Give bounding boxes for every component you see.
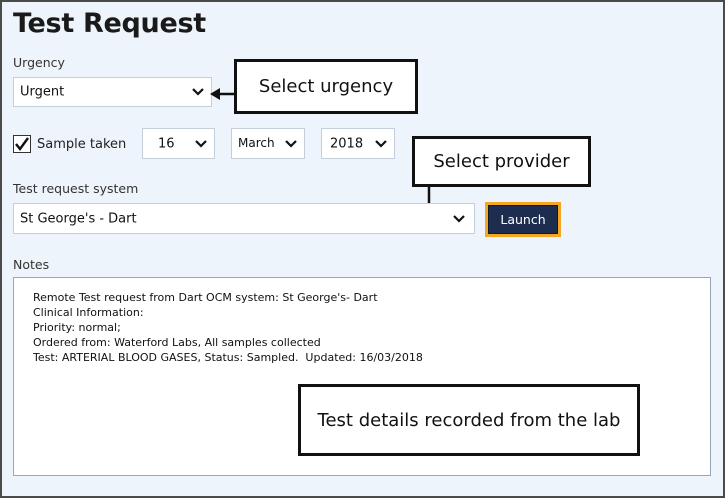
test-system-select[interactable]: St George's - Dart bbox=[13, 203, 475, 234]
sample-taken-checkbox[interactable] bbox=[13, 135, 31, 153]
launch-button[interactable]: Launch bbox=[488, 205, 558, 234]
chevron-down-icon bbox=[195, 139, 207, 148]
notes-line: Priority: normal; bbox=[33, 321, 121, 334]
test-system-label: Test request system bbox=[13, 181, 139, 196]
test-system-value: St George's - Dart bbox=[20, 211, 137, 226]
sample-year-value: 2018 bbox=[330, 136, 364, 151]
notes-line: Clinical Information: bbox=[33, 306, 144, 319]
chevron-down-icon bbox=[285, 139, 297, 148]
chevron-down-icon bbox=[453, 214, 465, 223]
chevron-down-icon bbox=[375, 139, 387, 148]
callout-select-urgency: Select urgency bbox=[234, 59, 418, 114]
urgency-label: Urgency bbox=[13, 55, 65, 70]
checkmark-icon bbox=[15, 137, 29, 151]
notes-label: Notes bbox=[13, 257, 50, 272]
page-title: Test Request bbox=[13, 8, 206, 39]
notes-line: Test: ARTERIAL BLOOD GASES, Status: Samp… bbox=[33, 351, 423, 364]
arrow-icon bbox=[210, 88, 237, 100]
sample-day-select[interactable]: 16 bbox=[142, 128, 215, 159]
callout-test-details: Test details recorded from the lab bbox=[298, 384, 640, 456]
sample-day-value: 16 bbox=[158, 136, 175, 151]
chevron-down-icon bbox=[192, 88, 204, 96]
callout-select-provider: Select provider bbox=[412, 136, 591, 187]
launch-focus-ring: Launch bbox=[485, 202, 561, 237]
sample-month-select[interactable]: March bbox=[231, 128, 305, 159]
sample-taken-label: Sample taken bbox=[37, 137, 127, 152]
sample-year-select[interactable]: 2018 bbox=[321, 128, 395, 159]
urgency-select[interactable]: Urgent bbox=[13, 77, 212, 107]
notes-line: Remote Test request from Dart OCM system… bbox=[33, 291, 378, 304]
sample-month-value: March bbox=[238, 136, 275, 150]
urgency-value: Urgent bbox=[20, 84, 65, 100]
notes-line: Ordered from: Waterford Labs, All sample… bbox=[33, 336, 321, 349]
